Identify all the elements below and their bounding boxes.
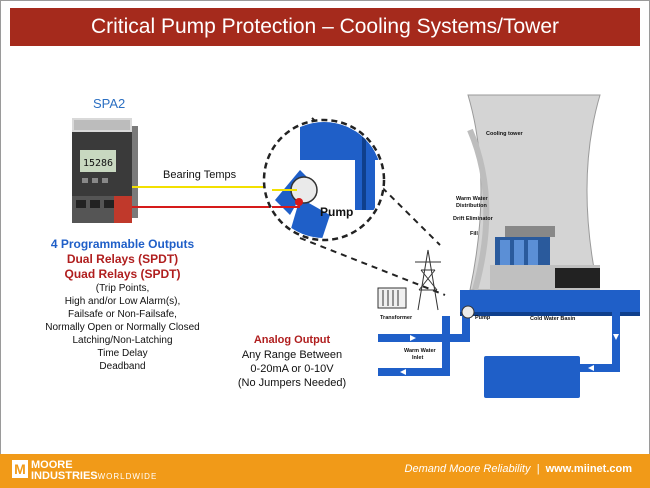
cold-water-basin-label: Cold Water Basin bbox=[530, 316, 576, 322]
output-detail: High and/or Low Alarm(s), bbox=[64, 296, 181, 307]
outputs-description: 4 Programmable Outputs Dual Relays (SPDT… bbox=[20, 237, 225, 373]
logo-line-3: WORLDWIDE bbox=[97, 472, 158, 481]
warm-water-inlet-label-2: Inlet bbox=[412, 355, 424, 361]
slide-title: Critical Pump Protection – Cooling Syste… bbox=[10, 8, 640, 46]
output-detail: Time Delay bbox=[97, 348, 148, 359]
analog-line: (No Jumpers Needed) bbox=[237, 377, 347, 389]
analog-line: 0-20mA or 0-10V bbox=[250, 363, 334, 375]
output-detail: Normally Open or Normally Closed bbox=[45, 322, 200, 333]
device-display-value: 15286 bbox=[83, 158, 113, 169]
fill-label: Fill bbox=[470, 231, 478, 237]
transmission-tower-icon bbox=[415, 249, 441, 311]
output-detail: (Trip Points, bbox=[95, 283, 150, 294]
drift-eliminator-label: Drift Eliminator bbox=[453, 216, 493, 222]
device-label: SPA2 bbox=[93, 96, 126, 111]
outputs-heading: 4 Programmable Outputs bbox=[50, 237, 195, 251]
tagline-separator: | bbox=[536, 463, 540, 475]
output-detail: Deadband bbox=[99, 361, 146, 372]
transformer-label: Transformer bbox=[380, 315, 413, 321]
quad-relays-label: Quad Relays (SPDT) bbox=[64, 267, 181, 281]
footer-tagline: Demand Moore Reliability | www.miinet.co… bbox=[405, 463, 632, 475]
bearing-temps-label: Bearing Temps bbox=[163, 169, 237, 181]
transformer-icon bbox=[377, 287, 407, 309]
pump-small-label: Pump bbox=[475, 315, 491, 321]
warm-water-distribution-label-2: Distribution bbox=[456, 203, 487, 209]
tagline-text: Demand Moore Reliability bbox=[404, 463, 531, 475]
spa2-device: 15286 bbox=[72, 118, 138, 223]
cold-water-basin bbox=[460, 290, 640, 312]
warm-water-distribution-label: Warm Water bbox=[456, 196, 488, 202]
logo-line-1: MOORE bbox=[31, 459, 73, 471]
device-display bbox=[80, 150, 116, 172]
pump-magnifier bbox=[262, 118, 386, 242]
analog-output-description: Analog Output Any Range Between 0-20mA o… bbox=[222, 333, 362, 390]
output-detail: Latching/Non-Latching bbox=[72, 335, 173, 346]
analog-line: Any Range Between bbox=[241, 349, 343, 361]
pump-label: Pump bbox=[320, 205, 354, 219]
footer-bar bbox=[0, 454, 650, 488]
warm-water-inlet-label: Warm Water bbox=[404, 348, 436, 354]
output-detail: Failsafe or Non-Failsafe, bbox=[68, 309, 177, 320]
cooling-tower-label: Cooling tower bbox=[486, 131, 523, 137]
cooling-tower bbox=[460, 94, 640, 316]
website-link[interactable]: www.miinet.com bbox=[545, 463, 632, 475]
analog-heading: Analog Output bbox=[253, 334, 331, 346]
logo-line-2: INDUSTRIES bbox=[31, 470, 98, 482]
logo-mark-icon: M bbox=[12, 460, 28, 478]
dual-relays-label: Dual Relays (SPDT) bbox=[66, 252, 179, 266]
